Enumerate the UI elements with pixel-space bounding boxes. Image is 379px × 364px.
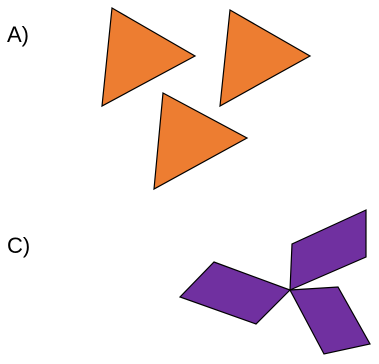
option-c-label: C)	[7, 233, 31, 258]
orange-triangle-3	[153, 92, 249, 191]
purple-rhombus-bottom	[289, 286, 371, 355]
purple-rhombus-top	[289, 209, 367, 291]
orange-triangle-2	[219, 9, 312, 108]
orange-triangle-1	[101, 7, 197, 108]
option-a-triangles	[101, 7, 312, 191]
option-a-label: A)	[7, 22, 29, 47]
option-c-rhombuses	[178, 209, 371, 355]
purple-rhombus-left	[178, 261, 292, 325]
